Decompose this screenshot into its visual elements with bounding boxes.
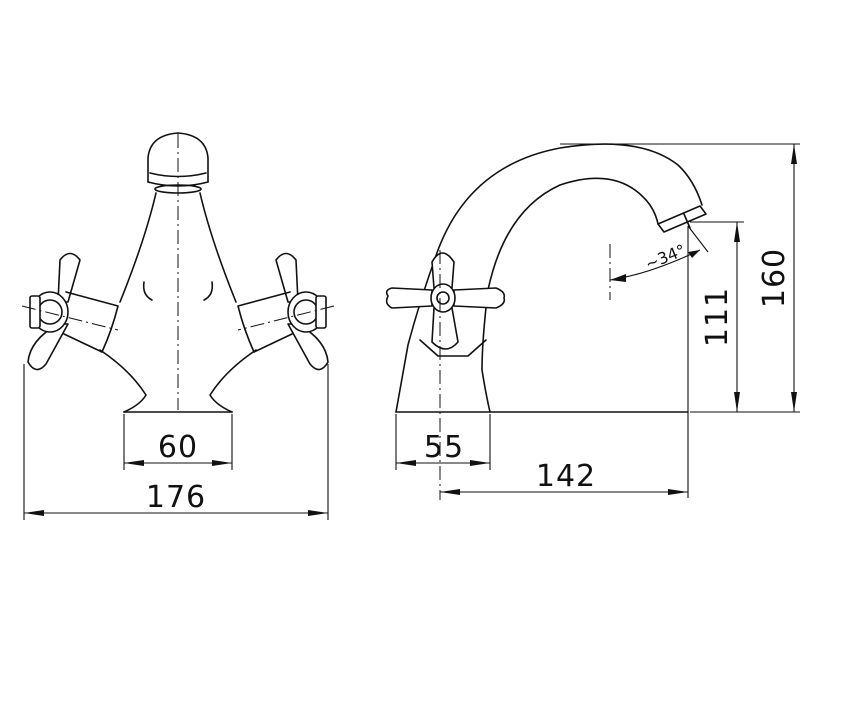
spray-angle-indicator: ~34° (609, 225, 709, 300)
front-centerline-right-handle (237, 305, 335, 331)
dimension-overall-height: 160 (560, 143, 800, 413)
dim-label-overall-width: 176 (146, 480, 206, 515)
angle-label: ~34° (642, 240, 688, 273)
dim-label-overall-height: 160 (757, 248, 792, 308)
front-body (99, 192, 257, 413)
dimension-base-depth: 55 (395, 414, 491, 470)
dim-label-reach: 142 (536, 459, 596, 494)
front-view: 60 176 (21, 132, 335, 520)
dim-label-base-depth: 55 (424, 430, 464, 465)
side-view: ~34° 55 142 111 (385, 143, 800, 500)
dimension-overall-width: 176 (23, 364, 329, 520)
dimension-base-width: 60 (123, 414, 233, 470)
dimension-spout-height: 111 (690, 221, 744, 413)
dim-label-spout-height: 111 (700, 287, 735, 347)
front-centerline-left-handle (21, 305, 119, 331)
front-right-handle (237, 252, 329, 371)
dimension-reach: 142 (440, 226, 689, 498)
side-body (395, 249, 689, 413)
side-handle (385, 252, 506, 350)
side-spout (437, 143, 707, 291)
front-left-handle (27, 252, 119, 371)
dim-label-base-width: 60 (158, 430, 198, 465)
